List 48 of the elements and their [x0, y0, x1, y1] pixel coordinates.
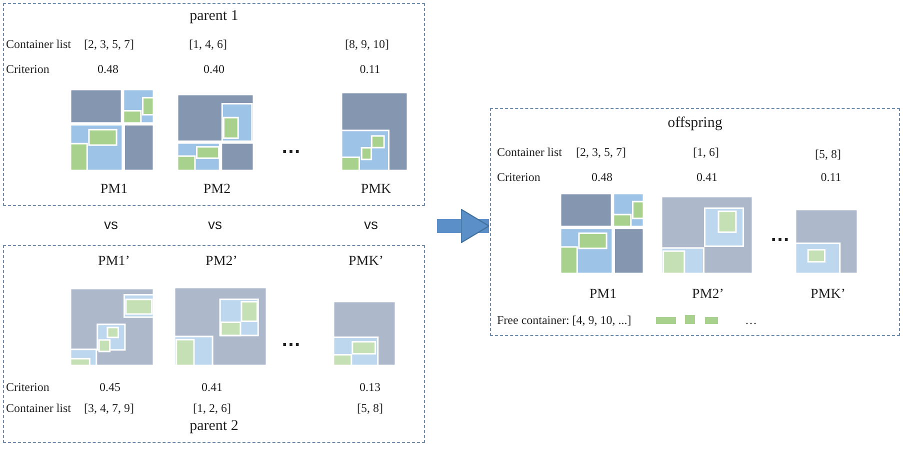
row-label: Criterion [6, 380, 50, 395]
ellipsis: … [745, 313, 757, 328]
ellipsis: … [281, 140, 301, 154]
vs-label: vs [364, 216, 378, 232]
machine-label: PMK’ [347, 254, 384, 270]
dashed-panel [490, 108, 900, 336]
container-list: [5, 8] [357, 401, 383, 416]
machine-label: PM2’ [204, 254, 238, 270]
criterion-value: 0.41 [202, 380, 222, 395]
machine-label: PM2 [202, 182, 232, 198]
ellipsis: … [770, 228, 790, 242]
container-list: [3, 4, 7, 9] [84, 401, 134, 416]
dashed-panel [3, 3, 425, 206]
row-label: Container list [6, 401, 71, 416]
vs-label: vs [208, 216, 222, 232]
container-list: [2, 3, 5, 7] [576, 145, 626, 160]
machine-label: PM1 [588, 287, 618, 303]
ellipsis: … [281, 333, 301, 347]
container-list: [5, 8] [815, 147, 841, 162]
machine-label: PM2’ [691, 287, 725, 303]
machine-label: PMK [360, 182, 392, 198]
row-label: Container list [6, 37, 71, 52]
dashed-panel [3, 245, 425, 443]
row-label: Container list [497, 145, 562, 160]
machine-label: PM1 [99, 182, 129, 198]
block-arrow [437, 208, 490, 244]
criterion-value: 0.40 [204, 62, 224, 77]
criterion-value: 0.48 [592, 170, 612, 185]
container-list: [2, 3, 5, 7] [84, 37, 134, 52]
container-list: [1, 6] [693, 145, 719, 160]
panel-title: parent 1 [188, 8, 240, 25]
container-list: [1, 2, 6] [193, 401, 231, 416]
panel-title: parent 2 [188, 418, 240, 435]
criterion-value: 0.13 [360, 380, 380, 395]
criterion-value: 0.48 [98, 62, 118, 77]
machine-label: PMK’ [809, 287, 846, 303]
criterion-value: 0.11 [360, 62, 380, 77]
criterion-value: 0.45 [100, 380, 120, 395]
criterion-value: 0.41 [696, 170, 718, 185]
row-label: Criterion [6, 62, 50, 77]
container-list: [1, 4, 6] [189, 37, 227, 52]
row-label: Criterion [497, 170, 540, 185]
container-list: [8, 9, 10] [345, 37, 389, 52]
free-container-note: Free container: [4, 9, 10, ...] [497, 313, 632, 328]
criterion-value: 0.11 [820, 170, 842, 185]
vs-label: vs [104, 216, 118, 232]
panel-title: offspring [666, 115, 724, 132]
machine-label: PM1’ [97, 254, 131, 270]
